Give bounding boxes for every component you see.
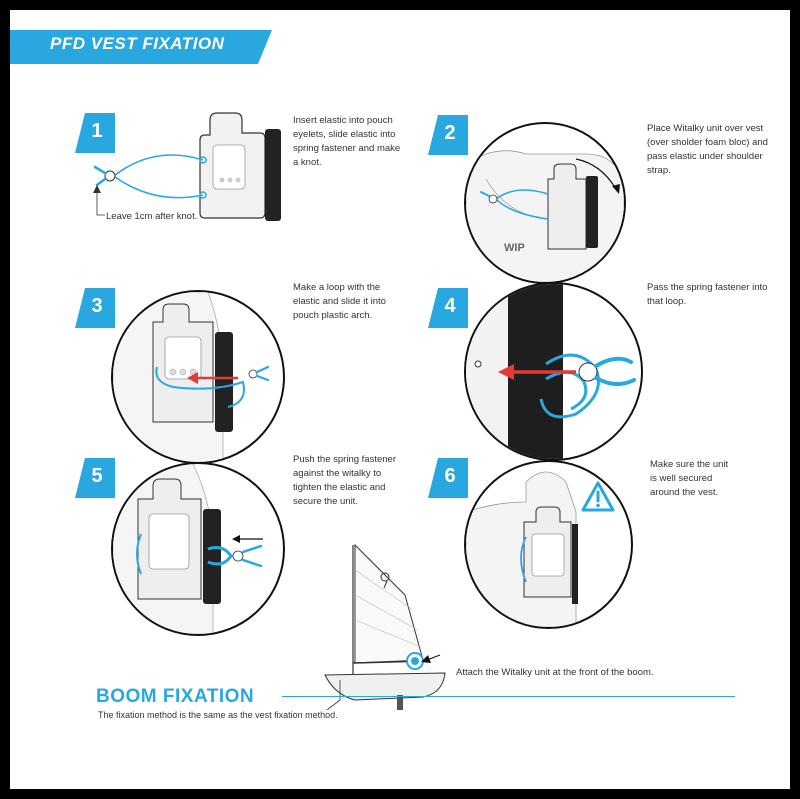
boom-fixation-title: BOOM FIXATION — [96, 686, 255, 707]
sailboat-illustration — [324, 543, 446, 710]
instruction-sheet: PFD VEST FIXATION 1 Leave 1cm after knot… — [10, 10, 790, 789]
step-5-circle — [111, 462, 285, 636]
step-text-5: Push the spring fastener against the wit… — [293, 454, 396, 507]
warning-icon — [581, 481, 615, 512]
step-text-6: Make sure the unit is well secured aroun… — [650, 459, 729, 498]
step-badge-3 — [75, 288, 115, 328]
step-number-1: 1 — [91, 120, 103, 142]
curved-arrow-icon — [575, 158, 617, 190]
boom-fixation-subtitle: The fixation method is the same as the v… — [98, 710, 338, 720]
step-text-3: Make a loop with the elastic and slide i… — [293, 282, 386, 321]
page-title: PFD VEST FIXATION — [50, 34, 225, 53]
step-badge-2 — [428, 115, 468, 155]
step-number-2: 2 — [444, 122, 456, 144]
knot-note: Leave 1cm after knot. — [106, 211, 198, 222]
step-badge-5 — [75, 458, 115, 498]
step-number-5: 5 — [91, 465, 103, 487]
arrow-left-icon — [187, 372, 198, 384]
step-text-4: Pass the spring fastener into that loop. — [647, 282, 768, 307]
arrow-left-icon — [421, 655, 431, 663]
step-6-circle — [464, 460, 633, 629]
arrow-left-icon — [232, 535, 240, 543]
step-1-illustration — [93, 112, 281, 221]
step-badge-1 — [75, 113, 115, 153]
boom-divider — [282, 696, 735, 697]
step-3-circle — [111, 290, 285, 464]
step-text-1: Insert elastic into pouch eyelets, slide… — [293, 115, 401, 168]
step-4-circle — [464, 282, 643, 461]
step-number-6: 6 — [444, 465, 456, 487]
arrow-left-icon — [498, 364, 514, 380]
vest-brand-label: WIP — [504, 242, 525, 254]
step-number-3: 3 — [91, 295, 103, 317]
arrow-up-icon — [93, 185, 101, 193]
step-number-4: 4 — [444, 295, 456, 317]
step-2-circle: WIP — [464, 122, 626, 284]
boom-attach-note: Attach the Witalky unit at the front of … — [456, 667, 654, 678]
step-text-2: Place Witalky unit over vest (over shold… — [647, 123, 768, 176]
step-badge-4 — [428, 288, 468, 328]
header-banner — [10, 30, 272, 64]
step-badge-6 — [428, 458, 468, 498]
